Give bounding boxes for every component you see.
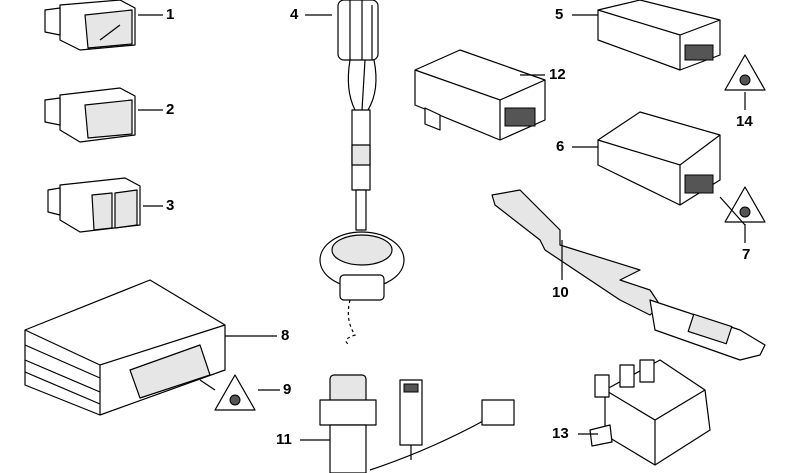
callout-6: 6 <box>556 138 565 155</box>
part-module-6 <box>572 111 721 206</box>
warning-label-7 <box>719 186 766 243</box>
callout-3: 3 <box>166 197 175 214</box>
part-sensor-4 <box>305 0 405 346</box>
callout-13: 13 <box>552 425 569 442</box>
callout-4: 4 <box>290 6 299 23</box>
callout-1: 1 <box>166 6 175 23</box>
part-control-unit-8 <box>24 279 277 416</box>
callout-7: 7 <box>742 246 751 263</box>
part-switch-1 <box>44 0 136 51</box>
part-switch-2 <box>44 87 136 143</box>
callout-2: 2 <box>166 101 175 118</box>
callout-9: 9 <box>283 381 292 398</box>
part-connector-11 <box>300 374 515 473</box>
part-module-5 <box>572 0 721 71</box>
part-module-12 <box>414 49 546 141</box>
callout-10: 10 <box>552 284 569 301</box>
part-ribbon-cable-10 <box>491 189 766 361</box>
warning-label-14 <box>724 54 766 110</box>
callout-5: 5 <box>555 6 564 23</box>
warning-label-9 <box>214 374 280 411</box>
callout-12: 12 <box>549 66 566 83</box>
callout-11: 11 <box>276 431 292 448</box>
part-relay-13 <box>578 359 711 466</box>
part-switch-3 <box>47 177 141 233</box>
callout-14: 14 <box>736 113 753 130</box>
callout-8: 8 <box>281 327 290 344</box>
